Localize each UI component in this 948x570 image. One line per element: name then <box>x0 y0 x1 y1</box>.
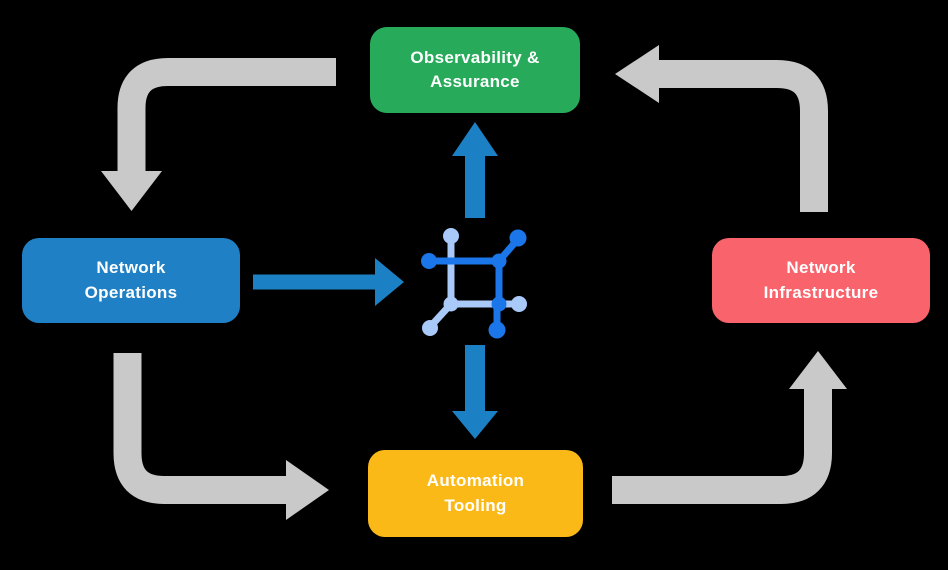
arrow-center-to-observability-icon <box>452 122 498 218</box>
node-label-line2: Operations <box>84 282 178 302</box>
arrow-center-to-automation-icon <box>452 345 498 439</box>
node-label: Network Infrastructure <box>764 256 879 304</box>
node-label-line1: Network <box>786 258 856 278</box>
node-automation-tooling: Automation Tooling <box>368 450 583 537</box>
node-label-line2: Tooling <box>444 495 507 515</box>
arrow-observability-to-operations-icon <box>101 58 336 211</box>
node-label-line1: Automation <box>426 471 525 491</box>
node-label-line1: Observability & <box>410 47 540 67</box>
arrow-automation-to-infrastructure-icon <box>612 351 847 504</box>
node-observability-assurance: Observability & Assurance <box>370 27 580 113</box>
node-label: Observability & Assurance <box>410 46 539 94</box>
arrow-infrastructure-to-observability-icon <box>615 45 828 212</box>
node-label-line2: Assurance <box>430 72 520 91</box>
network-chip-icon <box>421 228 527 339</box>
node-network-infrastructure: Network Infrastructure <box>712 238 930 323</box>
node-label-line2: Infrastructure <box>763 282 879 302</box>
arrow-operations-to-center-icon <box>253 258 404 306</box>
node-network-operations: Network Operations <box>22 238 240 323</box>
node-label: Automation Tooling <box>427 469 524 517</box>
arrow-operations-to-automation-icon <box>113 353 329 520</box>
node-label: Network Operations <box>85 256 178 304</box>
node-label-line1: Network <box>96 258 166 278</box>
